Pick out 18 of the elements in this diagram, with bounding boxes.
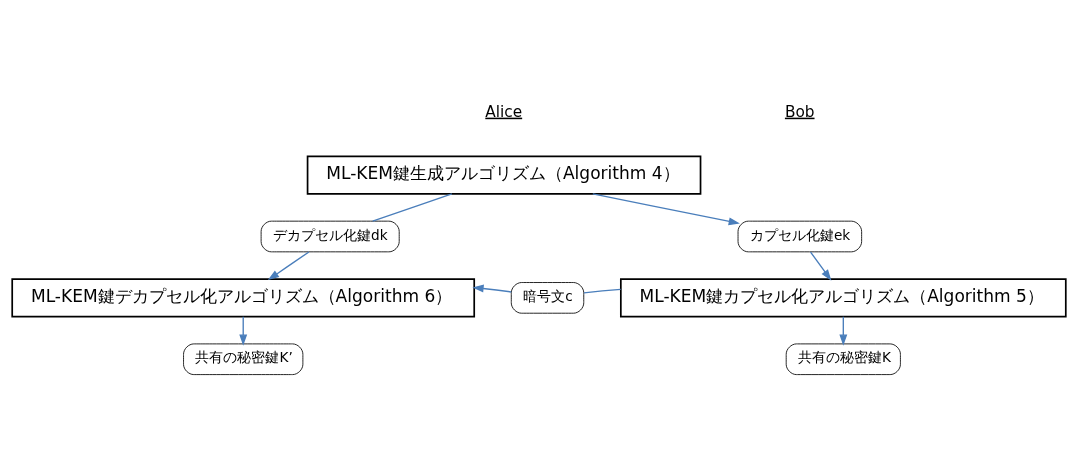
arrow <box>592 193 740 226</box>
label: Bob <box>784 102 815 121</box>
label: Alice <box>485 102 523 121</box>
node-box: カプセル化鍵ek <box>737 220 863 253</box>
arrow <box>267 251 310 281</box>
arrow <box>239 315 248 346</box>
node-box: 共有の秘密鍵K’ <box>183 343 304 375</box>
node-box: ML-KEM鍵生成アルゴリズム（Algorithm 4） <box>306 155 702 195</box>
node-box: デカプセル化鍵dk <box>260 220 400 253</box>
node-box: 共有の秘密鍵K <box>785 343 901 375</box>
arrow <box>809 251 832 281</box>
arrow <box>839 315 848 346</box>
node-box: ML-KEM鍵デカプセル化アルゴリズム（Algorithm 6） <box>11 278 476 318</box>
connector <box>372 193 453 222</box>
node-box: 暗号文c <box>510 282 585 314</box>
arrow <box>472 284 512 293</box>
connector <box>583 288 622 294</box>
node-box: ML-KEM鍵カプセル化アルゴリズム（Algorithm 5） <box>620 278 1067 318</box>
